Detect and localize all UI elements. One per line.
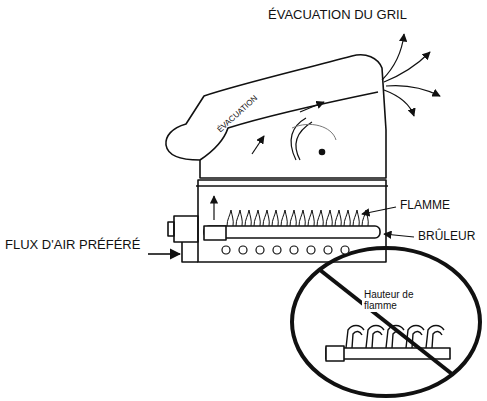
flame: [335, 210, 341, 226]
tall-flame: [426, 326, 444, 349]
knob-face: [168, 222, 174, 236]
burner-tube: [204, 226, 380, 238]
flame: [317, 210, 323, 226]
flame: [362, 210, 368, 226]
leader-line: [384, 234, 414, 237]
flame: [353, 210, 359, 226]
grill-lid: [166, 55, 386, 178]
exhaust-arrow: [382, 34, 404, 80]
body-rim: [196, 185, 388, 187]
lid-handle-curve: [292, 124, 336, 140]
lid-pivot: [320, 150, 325, 155]
exhaust-label: ÉVACUATION DU GRIL: [268, 8, 407, 22]
air-hole: [341, 246, 349, 254]
flow-arrow: [300, 102, 324, 112]
flame: [308, 210, 314, 226]
flame: [344, 210, 350, 226]
air-hole: [222, 246, 230, 254]
prohibition-circle: [292, 248, 480, 396]
tall-flame: [386, 326, 404, 349]
exhaust-arrow: [384, 52, 430, 82]
flame: [299, 210, 305, 226]
flame-height-label: Hauteur de flamme: [362, 288, 428, 312]
airflow-label: FLUX D'AIR PRÉFÉRÉ: [5, 238, 140, 252]
flame: [227, 210, 233, 226]
flame: [272, 210, 278, 226]
burner-inlet-small: [326, 346, 344, 361]
prohibition-slash: [320, 270, 452, 374]
lid-rim: [200, 92, 378, 160]
tall-flame: [406, 326, 424, 349]
lid-label: ÉVACUATION: [216, 94, 260, 135]
flame-label: FLAMME: [400, 199, 450, 212]
air-hole: [256, 246, 264, 254]
air-hole: [307, 246, 315, 254]
air-hole: [239, 246, 247, 254]
flame: [263, 210, 269, 226]
flow-arrow: [213, 196, 214, 220]
exhaust-arrow: [384, 90, 414, 116]
burner-inlet: [204, 226, 226, 240]
air-hole: [324, 246, 332, 254]
airflow-arrow: [148, 253, 180, 255]
flame: [245, 210, 251, 226]
tall-flame: [366, 326, 384, 349]
flame: [281, 210, 287, 226]
tall-flame: [346, 326, 364, 349]
air-hole: [273, 246, 281, 254]
flame: [254, 210, 260, 226]
flame: [236, 210, 242, 226]
flame: [326, 210, 332, 226]
burner-label: BRÛLEUR: [418, 230, 475, 243]
flow-arrow: [252, 136, 264, 154]
control-knob: [174, 216, 198, 242]
flame: [290, 210, 296, 226]
body-base: [182, 242, 198, 262]
air-hole: [290, 246, 298, 254]
